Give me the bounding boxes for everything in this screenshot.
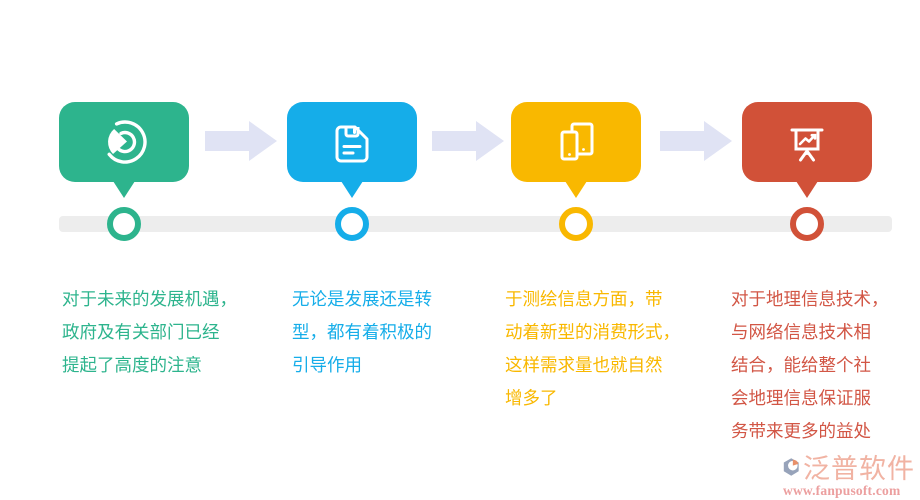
fanpu-logo-icon (783, 457, 799, 476)
save-floppy-icon (335, 125, 369, 163)
step-bubble-1 (59, 102, 189, 198)
caption-line: 务带来更多的益处 (731, 421, 871, 441)
fanpu-logo-url: www.fanpusoft.com (783, 483, 901, 498)
caption-line: 提起了高度的注意 (62, 355, 202, 375)
caption-line: 与网络信息技术相 (731, 322, 871, 342)
mobile-devices-icon (560, 122, 594, 161)
bubble-tail (565, 181, 587, 198)
caption-line: 这样需求量也就自然 (505, 355, 663, 375)
fanpu-logo-watermark: 泛普软件 www.fanpusoft.com (783, 447, 915, 499)
step-caption-1: 对于未来的发展机遇， 政府及有关部门已经 提起了高度的注意 (62, 283, 237, 382)
caption-line: 动着新型的消费形式， (505, 322, 680, 342)
timeline-bar (59, 216, 892, 232)
fanpu-logo-title: 泛普软件 (803, 454, 915, 484)
caption-line: 引导作用 (292, 355, 362, 375)
caption-line: 会地理信息保证服 (731, 388, 871, 408)
caption-line: 无论是发展还是转 (292, 289, 432, 309)
bubble-tail (113, 181, 135, 198)
fanpu-logo-row: 泛普软件 (783, 447, 915, 486)
step-bubble-3 (511, 102, 641, 198)
bubble-tail (341, 181, 363, 198)
bubble-tail (796, 181, 818, 198)
pie-chart-icon (107, 120, 147, 164)
arrow-right-icon (660, 121, 732, 161)
caption-line: 于测绘信息方面，带 (505, 289, 663, 309)
caption-line: 结合，能给整个社 (731, 355, 871, 375)
step-bubble-2 (287, 102, 417, 198)
presentation-chart-icon (790, 128, 824, 162)
timeline-node-2 (335, 207, 369, 241)
arrow-right-icon (205, 121, 277, 161)
step-bubble-4 (742, 102, 872, 198)
caption-line: 增多了 (505, 388, 558, 408)
caption-line: 政府及有关部门已经 (62, 322, 220, 342)
caption-line: 对于地理信息技术， (731, 289, 889, 309)
timeline-node-3 (559, 207, 593, 241)
step-caption-4: 对于地理信息技术， 与网络信息技术相 结合，能给整个社 会地理信息保证服 务带来… (731, 283, 889, 448)
caption-line: 对于未来的发展机遇， (62, 289, 237, 309)
timeline-node-1 (107, 207, 141, 241)
step-caption-3: 于测绘信息方面，带 动着新型的消费形式， 这样需求量也就自然 增多了 (505, 283, 680, 415)
step-caption-2: 无论是发展还是转 型，都有着积极的 引导作用 (292, 283, 432, 382)
timeline-node-4 (790, 207, 824, 241)
caption-line: 型，都有着积极的 (292, 322, 432, 342)
arrow-right-icon (432, 121, 504, 161)
